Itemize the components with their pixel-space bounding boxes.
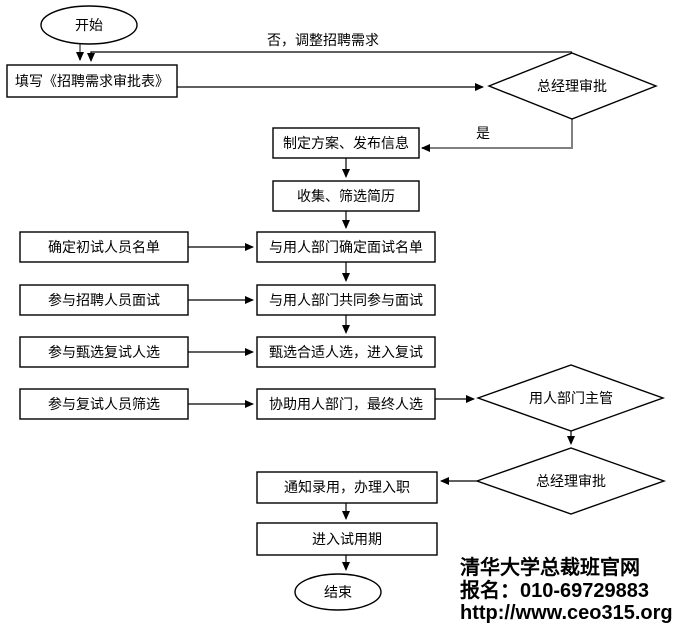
- box-mid-row1-label: 与用人部门确定面试名单: [269, 239, 423, 255]
- start-terminal: [40, 5, 138, 45]
- diamond-gm-approval: [487, 52, 658, 120]
- connector-yes-branch: [421, 119, 573, 152]
- diamond-dept-manager-label: 用人部门主管: [529, 390, 613, 406]
- end-label: 结束: [324, 584, 352, 600]
- box-left-row3: [19, 336, 189, 368]
- diamond-gm-approval-2: [474, 447, 667, 515]
- box-left-row4: [19, 388, 189, 420]
- box-mid-row4-label: 协助用人部门，最终人选: [269, 396, 423, 412]
- box-mid-row2: [256, 284, 436, 316]
- watermark-url: http://www.ceo315.org: [460, 602, 673, 624]
- diamond-gm-approval-2-label: 总经理审批: [536, 473, 606, 489]
- box-mid-row3: [256, 336, 436, 368]
- diamond-gm-approval-label: 总经理审批: [537, 78, 607, 94]
- box-collect-resumes: [272, 180, 420, 212]
- box-left-row3-label: 参与甄选复试人选: [48, 344, 160, 360]
- box-mid-row4: [256, 388, 436, 420]
- box-make-plan: [272, 127, 420, 159]
- box-notify-hire: [256, 471, 438, 504]
- box-probation-label: 进入试用期: [312, 531, 382, 547]
- box-notify-hire-label: 通知录用，办理入职: [284, 479, 410, 495]
- box-left-row2: [19, 284, 189, 316]
- box-make-plan-label: 制定方案、发布信息: [283, 135, 409, 151]
- box-fill-form-label: 填写《招聘需求审批表》: [15, 73, 169, 89]
- box-left-row2-label: 参与招聘人员面试: [48, 292, 160, 308]
- connector-no-feedback: [87, 51, 572, 62]
- box-fill-form: [6, 64, 178, 98]
- box-left-row1: [19, 231, 189, 263]
- diamond-dept-manager: [475, 364, 666, 432]
- box-mid-row2-label: 与用人部门共同参与面试: [269, 292, 423, 308]
- end-terminal: [294, 573, 382, 611]
- box-mid-row3-label: 甄选合适人选，进入复试: [269, 344, 423, 360]
- watermark-phone: 报名：010-69729883: [460, 578, 649, 602]
- box-collect-resumes-label: 收集、筛选简历: [297, 188, 395, 204]
- watermark-site-name: 清华大学总裁班官网: [460, 555, 640, 579]
- box-left-row1-label: 确定初试人员名单: [48, 239, 160, 255]
- box-left-row4-label: 参与复试人员筛选: [48, 396, 160, 412]
- box-probation: [256, 522, 438, 556]
- start-label: 开始: [75, 17, 103, 33]
- branch-no-label: 否，调整招聘需求: [267, 32, 379, 48]
- box-mid-row1: [256, 231, 436, 263]
- branch-yes-label: 是: [476, 125, 490, 141]
